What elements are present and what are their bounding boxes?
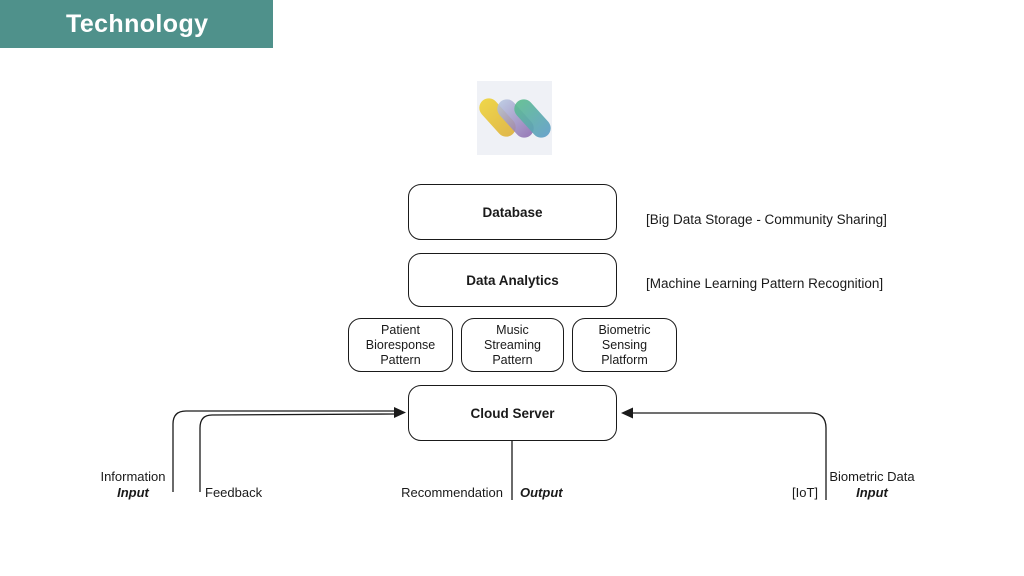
database-annotation: [Big Data Storage - Community Sharing] [646,212,887,227]
information-input-line [172,410,396,492]
feedback-line [199,413,397,492]
music-streaming-pattern-label: Music Streaming Pattern [484,322,541,367]
database-box-label: Database [482,204,543,220]
patient-bioresponse-pattern-box: Patient Bioresponse Pattern [348,318,453,372]
right-arrowhead-icon [621,407,633,419]
music-streaming-pattern-box: Music Streaming Pattern [461,318,564,372]
biometric-data-label: Biometric Data [829,469,915,484]
cloud-server-box: Cloud Server [408,385,617,441]
information-type-label: Input [117,484,149,500]
recommendation-label: Recommendation [401,485,503,500]
cloud-server-box-label: Cloud Server [470,405,555,421]
biometric-sensing-platform-label: Biometric Sensing Platform [598,322,651,367]
output-type-label: Output [520,485,563,500]
data-analytics-box: Data Analytics [408,253,617,307]
biometric-data-input-label: Biometric Data Input [827,469,917,500]
biometric-sensing-platform-box: Biometric Sensing Platform [572,318,677,372]
page-title: Technology [66,9,209,38]
patient-bioresponse-pattern-label: Patient Bioresponse Pattern [365,322,436,367]
information-input-label: Information Input [88,469,178,500]
database-box: Database [408,184,617,240]
biometric-type-label: Input [856,484,888,500]
left-arrowhead-icon [394,407,406,418]
iot-label: [IoT] [791,485,818,500]
header-banner: Technology [0,0,273,48]
information-label: Information [100,469,166,484]
data-analytics-box-label: Data Analytics [466,272,559,288]
data-analytics-annotation: [Machine Learning Pattern Recognition] [646,276,884,291]
three-capsules-logo-icon [477,81,552,155]
feedback-label: Feedback [205,485,263,500]
